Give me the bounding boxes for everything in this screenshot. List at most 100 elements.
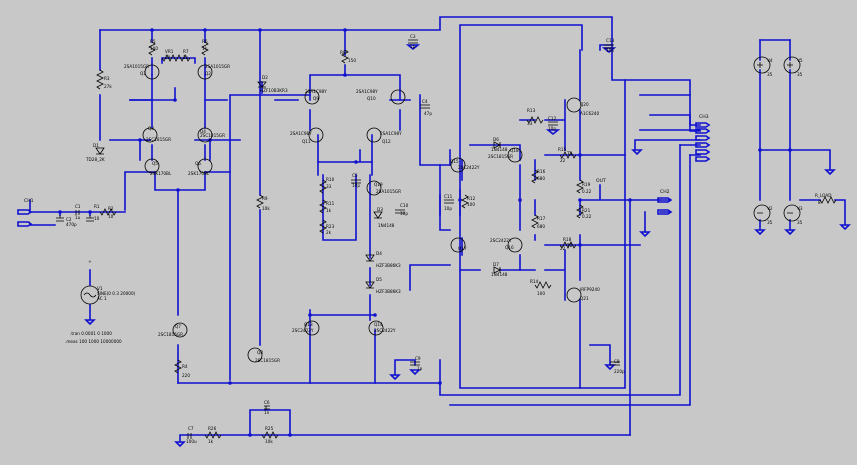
d5-value: HZF3B86K3 <box>376 289 401 294</box>
q8-value: 2SC1815GR <box>255 358 280 363</box>
q13-value: 2SC2422Y <box>292 328 314 333</box>
d3-value: 1N4148 <box>378 223 395 228</box>
q21-value: IRFP9240 <box>580 287 600 292</box>
v5-value: 35 <box>797 72 803 77</box>
r26-value: 1k <box>208 439 214 444</box>
rload-ref: R_LOAD <box>815 193 832 198</box>
vr2-ref: R23 <box>326 224 335 229</box>
r18-value: 22 <box>560 246 566 251</box>
c11-value: 10p <box>444 206 452 211</box>
c10-ref: C10 <box>400 203 409 208</box>
c12-value: 10p <box>548 126 556 131</box>
r15-ref: R15 <box>558 147 567 152</box>
q4-ref: Q4 <box>200 129 206 134</box>
r17-ref: R17 <box>537 216 546 221</box>
d2-ref: D2 <box>262 75 268 80</box>
v2-ref: V2 <box>767 206 773 211</box>
c9-ref: C9 <box>415 356 421 361</box>
net-out: OUT <box>596 178 606 184</box>
q16-ref: Q16 <box>505 245 514 250</box>
q20-value: A1C6240 <box>580 111 599 116</box>
r8-value: 150 <box>348 58 356 63</box>
r16-value: 680 <box>537 176 545 181</box>
q14-value: 2SC2422Y <box>374 328 396 333</box>
r2-value: 10 <box>108 214 114 219</box>
r9-value: 10k <box>262 206 270 211</box>
r5-value: 100 <box>150 46 158 51</box>
vr1-value: 10 <box>165 55 171 60</box>
d7-value: 1N4148 <box>491 272 508 277</box>
c7-value: 100u <box>186 439 197 444</box>
r6-value: 1k <box>202 46 208 51</box>
q20-ref: Q20 <box>580 102 589 107</box>
r21-value: 0.22 <box>582 214 592 219</box>
meas-directive: .meas 100 1000 10000000 <box>65 339 122 344</box>
c13-value: 10p <box>606 48 614 53</box>
d6-ref: D6 <box>493 137 499 142</box>
r25-value: 10k <box>265 439 273 444</box>
v2-value: 35 <box>767 220 773 225</box>
r4-value: 220 <box>182 373 190 378</box>
q7-ref: Q7 <box>175 324 181 329</box>
r3-ref: R3 <box>104 76 110 81</box>
d6-value: 1N4148 <box>491 147 508 152</box>
net-ch3: CH3 <box>699 114 709 120</box>
q7-value: 2SC1815GR <box>158 332 183 337</box>
c6-ref: C6 <box>264 400 270 405</box>
v1-ac: AC 1 <box>97 296 107 301</box>
q13-ref: Q13 <box>304 322 313 327</box>
c1-value: 1u <box>75 215 81 220</box>
c3-ref: C3 <box>410 34 416 39</box>
q5-ref: Q5 <box>152 161 158 166</box>
c9-value: 1p <box>417 366 423 371</box>
q17-ref: Q17 <box>458 246 467 251</box>
vr1-ref: VR1 <box>165 49 174 54</box>
v1-value: SINE(0 0.3 20000) <box>97 291 136 296</box>
q4-value: 2SC1815GR <box>200 133 225 138</box>
r13-ref: R13 <box>527 108 536 113</box>
r14-ref: R14 <box>530 279 539 284</box>
r6-ref: R6 <box>202 39 208 44</box>
q18-ref: Q18 <box>510 148 519 153</box>
q16-value: 2SC2422Y <box>490 238 512 243</box>
c11-ref: C11 <box>444 194 453 199</box>
c5-value: 10p <box>352 183 360 188</box>
c5-ref: C5 <box>352 173 358 178</box>
d7-ref: D7 <box>493 262 499 267</box>
c13-ref: C13 <box>606 38 615 43</box>
d4-value: HZF3B86K3 <box>376 263 401 268</box>
v5-ref: V5 <box>797 58 803 63</box>
c8-ref: C8 <box>614 359 620 364</box>
v1-ref: V1 <box>97 286 103 291</box>
r11-value: 1k <box>326 208 332 213</box>
r19-ref: R19 <box>582 182 591 187</box>
net-labels: OUT CH2 CH3 CH1 T1 T2 + <box>24 114 709 265</box>
ground-symbols <box>84 44 851 448</box>
r21-ref: R21 <box>582 208 591 213</box>
r19-value: 0.22 <box>582 189 592 194</box>
c10-value: 10p <box>400 211 408 216</box>
vr2-value: 2k <box>326 230 332 235</box>
q1-value: 2SA1015GR <box>124 64 149 69</box>
q2-value: 2SA1015GR <box>205 64 230 69</box>
q10-value: 2SA1C98Y <box>356 89 378 94</box>
q15-ref: Q15 <box>450 159 459 164</box>
r9-ref: R9 <box>262 196 268 201</box>
v4-ref: V4 <box>767 58 773 63</box>
v3-ref: V3 <box>797 206 803 211</box>
q15-value: 2SC2422Y <box>458 165 480 170</box>
net-t2: T2 <box>566 243 573 249</box>
q11-ref: Q11 <box>302 139 311 144</box>
r12-ref: R12 <box>467 196 476 201</box>
r10-ref: R10 <box>326 177 335 182</box>
q9-ref: Q9 <box>313 96 319 101</box>
c4-ref: C4 <box>422 99 428 104</box>
wires <box>29 16 846 443</box>
r5-ref: R5 <box>150 39 156 44</box>
d1-value: TD28_2K <box>85 157 105 162</box>
d5-ref: D5 <box>376 277 382 282</box>
r16-ref: R16 <box>537 169 546 174</box>
v4-value: 35 <box>767 72 773 77</box>
